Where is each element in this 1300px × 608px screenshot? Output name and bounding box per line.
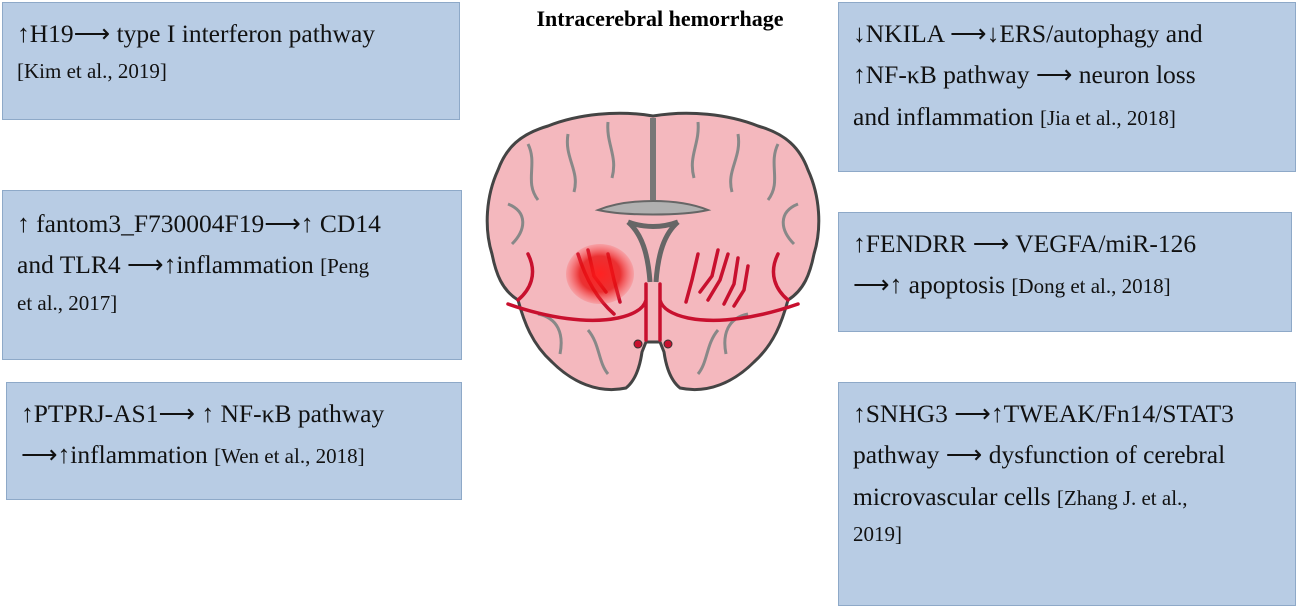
box-snhg3: ↑SNHG3 ⟶↑TWEAK/Fn14/STAT3 pathway ⟶ dysf…: [838, 382, 1296, 606]
box-ptprj: ↑PTPRJ-AS1⟶ ↑ NF-κB pathway ⟶↑inflammati…: [6, 382, 462, 500]
vessel-end-right: [663, 339, 673, 349]
box-fantom3: ↑ fantom3_F730004F19⟶↑ CD14 and TLR4 ⟶↑i…: [2, 190, 462, 360]
box-ptprj-line2-text: ⟶↑inflammation: [21, 440, 215, 470]
box-fendrr: ↑FENDRR ⟶ VEGFA/miR-126 ⟶↑ apoptosis [Do…: [838, 212, 1292, 332]
box-fantom3-line2-cite: [Peng: [320, 254, 370, 279]
hemorrhage-spot: [566, 244, 634, 304]
box-fendrr-line2-text: ⟶↑ apoptosis: [853, 270, 1012, 300]
box-fendrr-line2: ⟶↑ apoptosis [Dong et al., 2018]: [853, 264, 1277, 305]
box-ptprj-line1: ↑PTPRJ-AS1⟶ ↑ NF-κB pathway: [21, 399, 385, 428]
box-snhg3-line1: ↑SNHG3 ⟶↑TWEAK/Fn14/STAT3: [853, 399, 1234, 428]
brain-illustration: [468, 104, 838, 404]
box-fantom3-line2-text: and TLR4 ⟶↑inflammation: [17, 250, 321, 280]
diagram-title: Intracerebral hemorrhage: [536, 6, 784, 31]
box-fantom3-line2: and TLR4 ⟶↑inflammation [Peng: [17, 244, 447, 285]
box-snhg3-cite: [Zhang J. et al.,: [1056, 485, 1188, 510]
brain-svg: [485, 111, 821, 392]
box-snhg3-line2: pathway ⟶ dysfunction of cerebral: [853, 440, 1226, 470]
box-h19: ↑H19⟶ type I interferon pathway [Kim et …: [2, 2, 460, 120]
box-fantom3-line1: ↑ fantom3_F730004F19⟶↑ CD14: [17, 209, 381, 238]
box-nkila: ↓NKILA ⟶↓ERS/autophagy and ↑NF-κB pathwa…: [838, 2, 1296, 172]
box-nkila-line3-text: and inflammation: [853, 101, 1040, 131]
box-snhg3-line4: 2019]: [853, 521, 902, 546]
box-fendrr-cite: [Dong et al., 2018]: [1011, 274, 1171, 299]
box-h19-main: ↑H19⟶ type I interferon pathway: [17, 19, 376, 48]
box-nkila-line2: ↑NF-κB pathway ⟶ neuron loss: [853, 60, 1196, 90]
ventricles: [626, 219, 680, 283]
box-nkila-cite: [Jia et al., 2018]: [1039, 105, 1176, 130]
box-snhg3-line3-text: microvascular cells: [853, 481, 1057, 511]
box-fendrr-line1: ↑FENDRR ⟶ VEGFA/miR-126: [853, 229, 1197, 258]
cortex-folds: [507, 121, 799, 375]
box-snhg3-line3: microvascular cells [Zhang J. et al.,: [853, 476, 1281, 517]
box-ptprj-cite: [Wen et al., 2018]: [214, 444, 365, 469]
box-fantom3-line3: et al., 2017]: [17, 290, 118, 315]
box-nkila-line1: ↓NKILA ⟶↓ERS/autophagy and: [853, 19, 1203, 48]
box-ptprj-line2: ⟶↑inflammation [Wen et al., 2018]: [21, 434, 447, 475]
box-h19-cite: [Kim et al., 2019]: [17, 59, 167, 84]
box-nkila-line3: and inflammation [Jia et al., 2018]: [853, 96, 1281, 137]
corpus-callosum: [594, 200, 712, 216]
vessel-end-left: [633, 339, 643, 349]
